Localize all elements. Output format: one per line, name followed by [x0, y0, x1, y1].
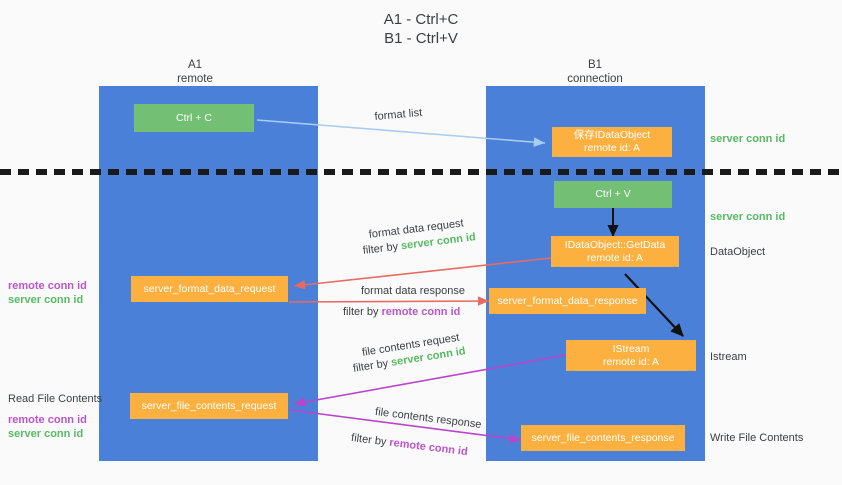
box-istream-line1: IStream [612, 342, 650, 355]
box-ctrl-v-label: Ctrl + V [595, 188, 631, 200]
column-header-b1-name: B1 [587, 59, 603, 71]
arrow-format-list [256, 119, 546, 147]
box-server-file-contents-request-label: server_file_contents_request [141, 399, 277, 412]
left-label-remote-conn-id-lower: remote conn id [8, 414, 87, 426]
right-label-istream: Istream [710, 351, 747, 363]
box-server-file-contents-response[interactable]: server_file_contents_response [521, 425, 685, 451]
filter-value-remote-conn-id: remote conn id [381, 306, 461, 318]
left-label-server-conn-id-upper: server conn id [8, 294, 84, 306]
box-server-format-data-request[interactable]: server_format_data_request [131, 276, 288, 302]
right-label-dataobject: DataObject [710, 246, 766, 258]
left-label-read-file-contents: Read File Contents [8, 393, 103, 405]
box-istream-line2: remote id: A [602, 355, 660, 368]
title-line-1: A1 - Ctrl+C [383, 11, 459, 28]
column-header-b1-sub: connection [567, 73, 623, 85]
edge-label-format-data-response-filter: filter by remote conn id [343, 305, 460, 319]
right-label-write-file-contents: Write File Contents [710, 432, 804, 444]
phase-separator-dashed-line [0, 169, 842, 175]
left-label-server-conn-id-lower: server conn id [8, 428, 84, 440]
box-ctrl-v[interactable]: Ctrl + V [554, 181, 672, 208]
arrow-file-contents-response [289, 409, 522, 444]
box-server-file-contents-response-label: server_file_contents_response [531, 431, 675, 444]
arrow-format-data-request [293, 257, 552, 290]
box-idataobject-getdata-line2: remote id: A [586, 251, 644, 264]
box-save-idataobject-line2: remote id: A [583, 142, 641, 154]
filter-prefix: filter by [343, 306, 382, 318]
arrow-format-data-response [288, 296, 490, 306]
right-label-server-conn-id-mid: server conn id [710, 211, 786, 223]
box-save-idataobject-line1: 保存IDataObject [573, 129, 651, 141]
arrow-file-contents-request [293, 354, 567, 407]
left-label-remote-conn-id-upper: remote conn id [8, 280, 87, 292]
box-server-format-data-response-label: server_format_data_response [497, 294, 638, 307]
column-header-a1: A1 remote [130, 58, 260, 86]
box-server-file-contents-request[interactable]: server_file_contents_request [130, 393, 288, 419]
edge-label-format-data-response: format data response [361, 285, 465, 297]
right-label-server-conn-id-top: server conn id [710, 133, 786, 145]
box-idataobject-getdata[interactable]: IDataObject::GetData remote id: A [551, 236, 679, 267]
column-header-a1-sub: remote [177, 73, 213, 85]
box-idataobject-getdata-line1: IDataObject::GetData [564, 238, 666, 251]
column-header-a1-name: A1 [187, 59, 203, 71]
box-server-format-data-request-label: server_format_data_request [143, 282, 276, 295]
box-save-idataobject[interactable]: 保存IDataObject remote id: A [552, 127, 672, 157]
box-ctrl-c-label: Ctrl + C [176, 111, 212, 124]
arrow-getdata-to-istream [624, 273, 684, 337]
diagram-title: A1 - Ctrl+C B1 - Ctrl+V [0, 10, 842, 48]
column-header-b1: B1 connection [530, 58, 660, 86]
box-istream[interactable]: IStream remote id: A [566, 340, 696, 371]
box-ctrl-c[interactable]: Ctrl + C [134, 104, 254, 132]
title-line-2: B1 - Ctrl+V [384, 30, 458, 47]
box-server-format-data-response[interactable]: server_format_data_response [489, 288, 646, 314]
